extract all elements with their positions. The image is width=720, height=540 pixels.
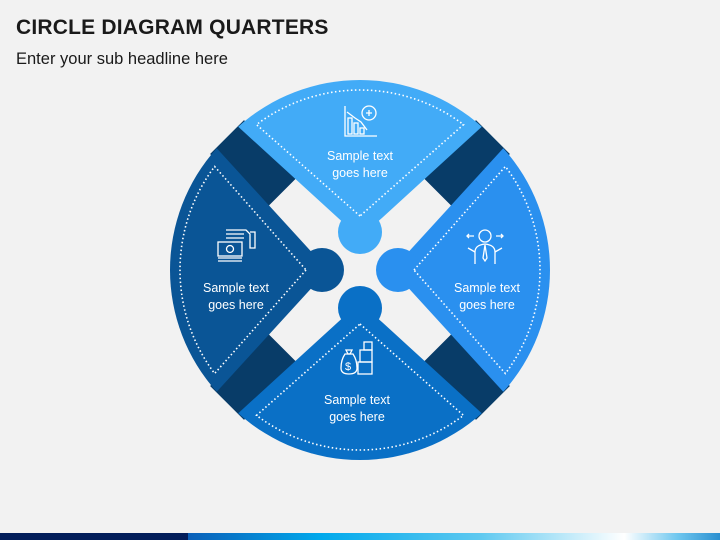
quarter-knob [338,286,382,330]
text-line: Sample text [323,393,390,407]
money-bag-icon: $ [339,340,379,376]
quarter-bottom-text: Sample text goes here [287,392,427,426]
text-line: Sample text [453,281,520,295]
dotted-outline [255,322,465,451]
quarter-top-text: Sample text goes here [290,148,430,182]
connector-band [210,120,300,210]
text-line: goes here [332,166,388,180]
quarter-right-text: Sample text goes here [417,280,557,314]
hand-cash-icon [216,228,256,264]
connector-band [210,330,300,420]
businessman-choice-icon [465,228,505,264]
quarter-wedge [238,302,482,460]
text-line: goes here [208,298,264,312]
text-line: Sample text [326,149,393,163]
footer-accent-bar [0,533,720,540]
slide-subtitle: Enter your sub headline here [16,50,228,68]
quarter-wedge [392,148,550,392]
quarter-top[interactable] [238,79,482,254]
text-line: Sample text [202,281,269,295]
quarter-knob [376,248,420,292]
dotted-outline [412,165,541,375]
dotted-outline [255,89,465,218]
connector-band [420,330,510,420]
quarter-right[interactable] [376,148,550,392]
svg-text:$: $ [345,361,351,373]
text-line: goes here [329,410,385,424]
connector-band [420,120,510,210]
chart-decline-icon [343,104,383,140]
slide-title: CIRCLE DIAGRAM QUARTERS [16,16,329,39]
quarter-knob [300,248,344,292]
quarter-bottom[interactable] [238,286,482,460]
text-line: goes here [459,298,515,312]
quarter-wedge [170,148,328,392]
quarter-wedge [238,79,482,238]
quarter-left[interactable] [170,148,344,392]
dotted-outline [179,165,308,375]
quarter-left-text: Sample text goes here [166,280,306,314]
quarter-knob [338,210,382,254]
